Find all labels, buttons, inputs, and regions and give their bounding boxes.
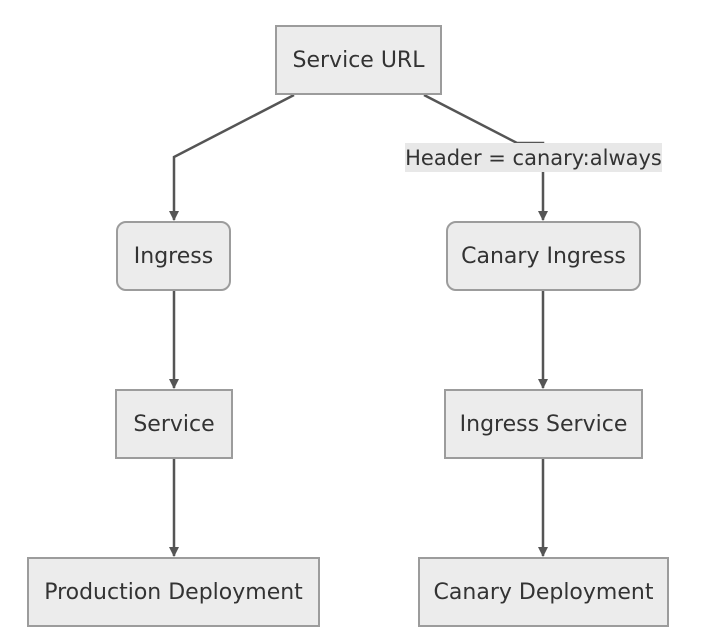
node-service: Service	[115, 389, 233, 459]
node-canary-deployment: Canary Deployment	[418, 557, 669, 627]
node-production-deployment: Production Deployment	[27, 557, 320, 627]
edge-service-url-to-ingress	[169, 93, 295, 221]
node-ingress-service: Ingress Service	[444, 389, 643, 459]
node-ingress: Ingress	[116, 221, 231, 291]
node-service-url: Service URL	[275, 25, 442, 95]
node-canary-ingress: Canary Ingress	[446, 221, 641, 291]
edge-label-header-canary: Header = canary:always	[405, 143, 662, 172]
